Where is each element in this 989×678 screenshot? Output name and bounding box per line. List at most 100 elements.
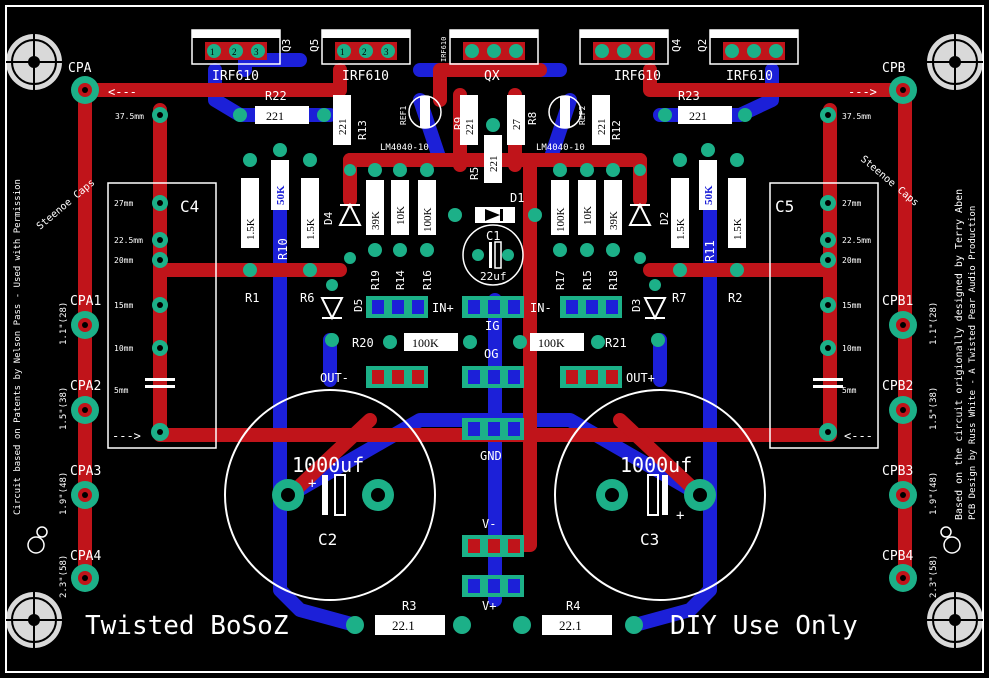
capacitor-c2: + 1000uf C2 <box>224 389 436 601</box>
svg-text:D2: D2 <box>658 212 671 225</box>
svg-text:10K: 10K <box>395 206 407 225</box>
resistor-r18: 39K R18 <box>604 163 622 290</box>
svg-text:50K: 50K <box>275 185 287 205</box>
svg-text:Q3: Q3 <box>280 39 293 52</box>
svg-text:221: 221 <box>689 109 707 123</box>
svg-text:20mm: 20mm <box>114 256 133 265</box>
resistor-r19: 39K R19 <box>366 163 384 290</box>
mosfet-qx: QX IRF610 <box>440 29 539 84</box>
svg-text:LM4040-10: LM4040-10 <box>380 143 429 153</box>
terminal-v-plus: V+ <box>462 575 524 613</box>
resistor-r8: 27 R8 <box>507 95 539 145</box>
svg-text:1.5K: 1.5K <box>305 218 317 240</box>
svg-text:R11: R11 <box>703 240 717 262</box>
c3-value: 1000uf <box>620 453 692 477</box>
svg-text:R15: R15 <box>581 270 594 290</box>
svg-text:10mm: 10mm <box>114 344 133 353</box>
terminal-v-minus: V- <box>462 517 524 557</box>
resistor-r15: 10K R15 <box>578 163 596 290</box>
svg-text:R23: R23 <box>678 89 700 103</box>
svg-text:R16: R16 <box>421 270 434 290</box>
svg-text:27mm: 27mm <box>842 199 861 208</box>
resistor-r7: 1.5K R7 <box>671 153 689 305</box>
svg-text:221: 221 <box>464 119 476 136</box>
resistor-r10: 50K R10 <box>271 143 290 260</box>
svg-text:R8: R8 <box>526 112 539 125</box>
diode-d1: D1 <box>448 191 542 223</box>
c5-label: C5 <box>775 197 794 216</box>
svg-text:1: 1 <box>340 47 345 57</box>
resistor-r6: 1.5K R6 <box>300 153 319 305</box>
left-connectors <box>71 76 99 592</box>
svg-text:<---: <--- <box>844 429 873 443</box>
svg-text:1.5K: 1.5K <box>732 218 744 240</box>
diode-d5: D5 <box>320 297 365 321</box>
svg-text:CPA: CPA <box>68 61 92 76</box>
svg-text:1.5"(38): 1.5"(38) <box>929 387 939 430</box>
svg-text:R17: R17 <box>554 270 567 290</box>
svg-text:CPA1: CPA1 <box>70 294 101 309</box>
capacitor-c1: C1 22uf <box>462 224 524 286</box>
svg-text:100K: 100K <box>555 208 567 233</box>
terminal-gnd: GND <box>462 418 524 463</box>
left-connector-sublabels: 1.1"(28) 1.5"(38) 1.9"(48) 2.3"(58) <box>59 302 69 598</box>
svg-text:R18: R18 <box>607 270 620 290</box>
svg-text:3: 3 <box>384 47 389 57</box>
svg-text:CPA3: CPA3 <box>70 464 101 479</box>
svg-text:R5: R5 <box>468 167 481 180</box>
board-notice: DIY Use Only <box>670 611 858 641</box>
ref1: REF1 LM4040-10 <box>380 95 442 153</box>
svg-text:39K: 39K <box>370 211 382 230</box>
svg-text:IN+: IN+ <box>432 301 454 315</box>
svg-text:27mm: 27mm <box>114 199 133 208</box>
right-connector-labels: CPB CPB1 CPB2 CPB3 CPB4 <box>882 61 913 564</box>
svg-text:R6: R6 <box>300 291 314 305</box>
svg-text:1.1"(28): 1.1"(28) <box>929 302 939 345</box>
svg-text:100K: 100K <box>538 336 565 350</box>
svg-text:CPB1: CPB1 <box>882 294 913 309</box>
svg-text:221: 221 <box>596 119 608 136</box>
left-connector-labels: CPA CPA1 CPA2 CPA3 CPA4 <box>68 61 101 564</box>
mosfet-q2: IRF610 Q2 <box>696 29 799 84</box>
resistor-r14: 10K R14 <box>391 163 409 290</box>
svg-text:IRF610: IRF610 <box>614 69 661 84</box>
svg-text:22uf: 22uf <box>480 270 507 283</box>
svg-text:CPB4: CPB4 <box>882 549 913 564</box>
c2-value: 1000uf <box>292 453 364 477</box>
svg-text:D4: D4 <box>322 211 335 225</box>
misc-pads <box>325 164 665 347</box>
svg-text:REF2: REF2 <box>578 106 587 125</box>
svg-text:2.3"(58): 2.3"(58) <box>929 555 939 598</box>
svg-text:--->: ---> <box>112 429 141 443</box>
c2-label: C2 <box>318 530 337 549</box>
diode-d4: D4 <box>322 202 362 226</box>
svg-text:2.3"(58): 2.3"(58) <box>59 555 69 598</box>
svg-text:IRF610: IRF610 <box>342 69 389 84</box>
svg-text:CPB2: CPB2 <box>882 379 913 394</box>
svg-text:39K: 39K <box>608 211 620 230</box>
svg-text:100K: 100K <box>422 208 434 233</box>
c4-label: C4 <box>180 197 199 216</box>
right-connectors <box>889 76 917 592</box>
svg-text:5mm: 5mm <box>842 386 857 395</box>
mosfet-q3: 1 2 3 IRF610 Q3 <box>191 29 293 84</box>
resistor-r23: 221 R23 <box>658 89 752 124</box>
svg-text:221: 221 <box>488 156 500 173</box>
svg-text:1.5K: 1.5K <box>675 218 687 240</box>
c5-spacing-labels: 37.5mm 27mm 22.5mm 20mm 15mm 10mm 5mm <box>842 112 871 395</box>
terminal-og: OG <box>462 347 524 388</box>
svg-text:R9: R9 <box>452 117 465 130</box>
svg-text:1.9"(48): 1.9"(48) <box>929 472 939 515</box>
svg-text:2: 2 <box>362 47 367 57</box>
svg-text:R14: R14 <box>394 270 407 290</box>
resistor-r22: 221 R22 <box>233 89 331 124</box>
resistor-r17: 100K R17 <box>551 163 569 290</box>
svg-text:REF1: REF1 <box>399 106 408 125</box>
mounting-hole-tl <box>6 34 62 90</box>
svg-text:221: 221 <box>266 109 284 123</box>
svg-text:1: 1 <box>210 47 215 57</box>
svg-text:R7: R7 <box>672 291 686 305</box>
svg-text:R20: R20 <box>352 336 374 350</box>
resistor-r16: 100K R16 <box>418 163 436 290</box>
svg-text:R3: R3 <box>402 599 416 613</box>
